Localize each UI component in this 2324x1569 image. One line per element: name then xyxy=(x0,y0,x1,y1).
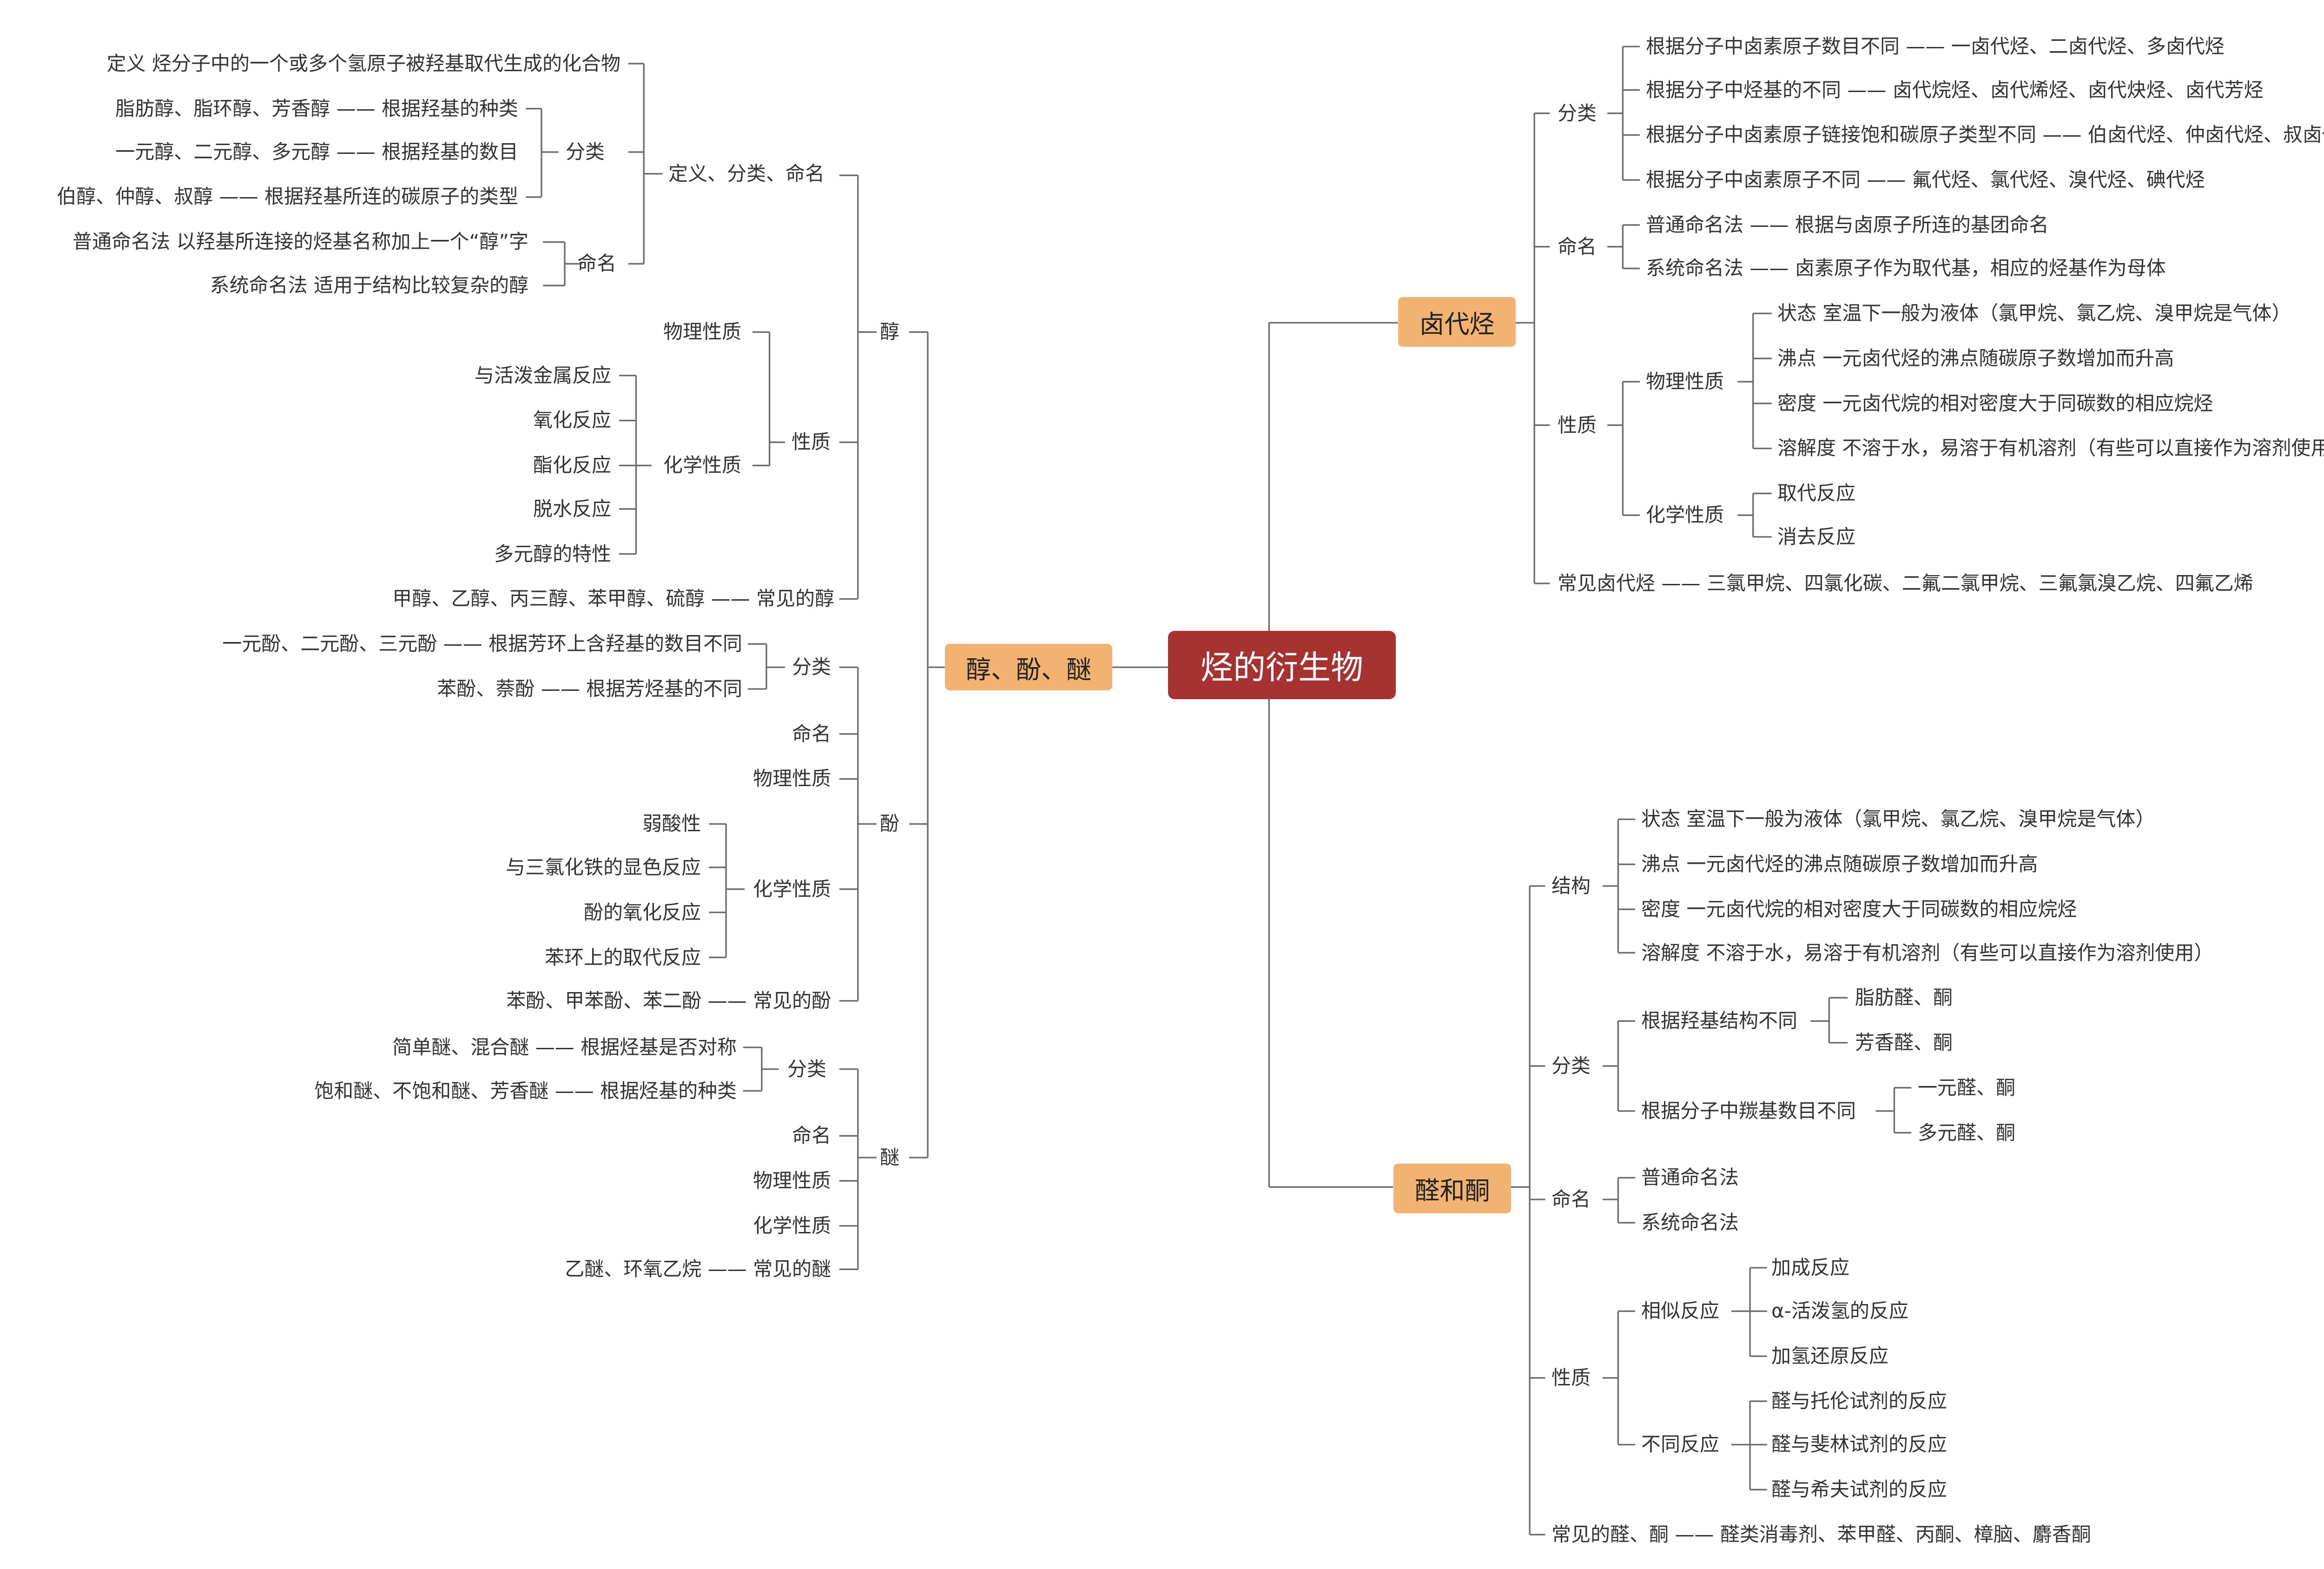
node-ak-different[interactable]: 不同反应 xyxy=(1641,1433,1720,1456)
node-alcohol-common[interactable]: 甲醇、乙醇、丙三醇、苯甲醇、硫醇 —— 常见的醇 xyxy=(392,587,834,610)
node-halo-class-3[interactable]: 根据分子中卤素原子链接饱和碳原子类型不同 —— 伯卤代烃、仲卤代烃、叔卤代烃 xyxy=(1646,123,2324,146)
node-halo-phys-2[interactable]: 沸点 一元卤代烃的沸点随碳原子数增加而升高 xyxy=(1777,347,2174,370)
node-ether[interactable]: 醚 xyxy=(880,1146,900,1169)
node-alcohol[interactable]: 醇 xyxy=(880,320,900,343)
node-ak-class-a-2[interactable]: 芳香醛、酮 xyxy=(1855,1031,1953,1054)
node-ak-class[interactable]: 分类 xyxy=(1552,1054,1591,1077)
node-alcohol-class-3[interactable]: 伯醇、仲醇、叔醇 —— 根据羟基所连的碳原子的类型 xyxy=(57,185,518,208)
node-phenol-class-1[interactable]: 一元酚、二元酚、三元酚 —— 根据芳环上含羟基的数目不同 xyxy=(222,632,742,655)
node-ak-props[interactable]: 性质 xyxy=(1552,1366,1591,1389)
node-phenol-chem-2[interactable]: 与三氯化铁的显色反应 xyxy=(505,856,701,879)
node-ak-similar-2[interactable]: α-活泼氢的反应 xyxy=(1771,1299,1908,1322)
node-ether-physical[interactable]: 物理性质 xyxy=(753,1169,831,1192)
node-ak-structure-2[interactable]: 沸点 一元卤代烃的沸点随碳原子数增加而升高 xyxy=(1641,853,2038,875)
node-alcohol-chem-5[interactable]: 多元醇的特性 xyxy=(494,543,611,565)
node-phenol-chem-4[interactable]: 苯环上的取代反应 xyxy=(544,946,701,969)
node-alcohol-chem-1[interactable]: 与活泼金属反应 xyxy=(474,364,611,387)
node-phenol-physical[interactable]: 物理性质 xyxy=(753,767,831,790)
node-halo-chemical[interactable]: 化学性质 xyxy=(1646,503,1724,526)
node-ak-class-b-1[interactable]: 一元醛、酮 xyxy=(1918,1076,2016,1099)
node-halo-chem-2[interactable]: 消去反应 xyxy=(1777,525,1856,548)
node-alcohol-definition[interactable]: 定义 烃分子中的一个或多个氢原子被羟基取代生成的化合物 xyxy=(106,52,621,75)
node-phenol-chem-3[interactable]: 酚的氧化反应 xyxy=(583,901,701,924)
node-phenol-chemical[interactable]: 化学性质 xyxy=(753,878,831,900)
node-alcohol-props[interactable]: 性质 xyxy=(792,430,831,453)
node-alcohol-class[interactable]: 分类 xyxy=(566,140,605,163)
node-phenol-common[interactable]: 苯酚、甲苯酚、苯二酚 —— 常见的酚 xyxy=(506,989,831,1012)
node-halo-class-4[interactable]: 根据分子中卤素原子不同 —— 氟代烃、氯代烃、溴代烃、碘代烃 xyxy=(1646,168,2205,191)
node-halo-phys-1[interactable]: 状态 室温下一般为液体（氯甲烷、氯乙烷、溴甲烷是气体） xyxy=(1777,302,2291,324)
node-phenol[interactable]: 酚 xyxy=(880,812,900,835)
node-halo-physical[interactable]: 物理性质 xyxy=(1646,370,1724,393)
topic-alcohol-phenol-ether[interactable]: 醇、酚、醚 xyxy=(945,644,1112,690)
node-alcohol-class-2[interactable]: 一元醇、二元醇、多元醇 —— 根据羟基的数目 xyxy=(115,140,518,163)
node-ak-similar-1[interactable]: 加成反应 xyxy=(1771,1256,1850,1279)
node-ak-class-a-1[interactable]: 脂肪醛、酮 xyxy=(1855,986,1953,1009)
node-ak-different-1[interactable]: 醛与托伦试剂的反应 xyxy=(1771,1390,1948,1412)
node-halo-chem-1[interactable]: 取代反应 xyxy=(1777,482,1856,504)
node-alcohol-naming[interactable]: 命名 xyxy=(577,252,617,275)
node-ak-class-a[interactable]: 根据羟基结构不同 xyxy=(1641,1009,1798,1032)
node-halo-class-2[interactable]: 根据分子中烃基的不同 —— 卤代烷烃、卤代烯烃、卤代炔烃、卤代芳烃 xyxy=(1646,79,2264,101)
topic-aldehyde-ketone[interactable]: 醛和酮 xyxy=(1393,1164,1511,1213)
node-alcohol-chem-3[interactable]: 酯化反应 xyxy=(533,454,611,477)
node-halo-naming[interactable]: 命名 xyxy=(1558,235,1597,258)
node-halo-phys-3[interactable]: 密度 一元卤代烷的相对密度大于同碳数的相应烷烃 xyxy=(1777,392,2213,415)
node-ak-class-b-2[interactable]: 多元醛、酮 xyxy=(1918,1121,2016,1144)
node-ak-structure-4[interactable]: 溶解度 不溶于水，易溶于有机溶剂（有些可以直接作为溶剂使用） xyxy=(1641,941,2214,964)
topic-haloalkane[interactable]: 卤代烃 xyxy=(1398,297,1516,347)
node-ak-class-b[interactable]: 根据分子中羰基数目不同 xyxy=(1641,1099,1856,1122)
node-ak-structure-3[interactable]: 密度 一元卤代烷的相对密度大于同碳数的相应烷烃 xyxy=(1641,898,2077,920)
node-ether-class-2[interactable]: 饱和醚、不饱和醚、芳香醚 —— 根据烃基的种类 xyxy=(314,1079,737,1102)
node-ak-naming-1[interactable]: 普通命名法 xyxy=(1641,1166,1739,1189)
node-halo-naming-1[interactable]: 普通命名法 —— 根据与卤原子所连的基团命名 xyxy=(1646,213,2049,236)
node-phenol-class[interactable]: 分类 xyxy=(792,655,831,678)
node-alcohol-naming-2[interactable]: 系统命名法 适用于结构比较复杂的醇 xyxy=(210,274,528,297)
node-ak-common[interactable]: 常见的醛、酮 —— 醛类消毒剂、苯甲醛、丙酮、樟脑、麝香酮 xyxy=(1552,1523,2091,1546)
node-alcohol-def-group[interactable]: 定义、分类、命名 xyxy=(668,162,825,185)
node-phenol-chem-1[interactable]: 弱酸性 xyxy=(642,812,701,835)
node-ether-common[interactable]: 乙醚、环氧乙烷 —— 常见的醚 xyxy=(565,1258,831,1280)
node-alcohol-class-1[interactable]: 脂肪醇、脂环醇、芳香醇 —— 根据羟基的种类 xyxy=(115,97,518,120)
node-halo-common[interactable]: 常见卤代烃 —— 三氯甲烷、四氯化碳、二氟二氯甲烷、三氟氯溴乙烷、四氟乙烯 xyxy=(1558,572,2253,595)
root-topic[interactable]: 烃的衍生物 xyxy=(1168,631,1396,699)
node-ak-structure[interactable]: 结构 xyxy=(1552,874,1591,897)
node-ak-similar[interactable]: 相似反应 xyxy=(1641,1299,1720,1322)
node-ak-different-2[interactable]: 醛与斐林试剂的反应 xyxy=(1771,1433,1948,1456)
node-alcohol-chemical[interactable]: 化学性质 xyxy=(663,454,741,477)
node-ether-class-1[interactable]: 简单醚、混合醚 —— 根据烃基是否对称 xyxy=(392,1036,737,1059)
node-ak-naming-2[interactable]: 系统命名法 xyxy=(1641,1211,1739,1234)
node-halo-props[interactable]: 性质 xyxy=(1558,414,1597,437)
node-phenol-naming[interactable]: 命名 xyxy=(792,722,831,745)
node-ether-naming[interactable]: 命名 xyxy=(792,1124,831,1147)
node-alcohol-naming-1[interactable]: 普通命名法 以羟基所连接的烃基名称加上一个“醇”字 xyxy=(73,230,528,253)
node-alcohol-chem-2[interactable]: 氧化反应 xyxy=(533,409,611,431)
node-ak-similar-3[interactable]: 加氢还原反应 xyxy=(1771,1344,1889,1367)
node-ak-naming[interactable]: 命名 xyxy=(1552,1188,1591,1211)
node-halo-class[interactable]: 分类 xyxy=(1558,102,1597,125)
node-ether-chemical[interactable]: 化学性质 xyxy=(753,1214,831,1237)
node-ak-structure-1[interactable]: 状态 室温下一般为液体（氯甲烷、氯乙烷、溴甲烷是气体） xyxy=(1641,808,2155,830)
node-ether-class[interactable]: 分类 xyxy=(787,1058,826,1080)
node-phenol-class-2[interactable]: 苯酚、萘酚 —— 根据芳烃基的不同 xyxy=(437,677,742,700)
node-halo-class-1[interactable]: 根据分子中卤素原子数目不同 —— 一卤代烃、二卤代烃、多卤代烃 xyxy=(1646,35,2225,58)
node-ak-different-3[interactable]: 醛与希夫试剂的反应 xyxy=(1771,1478,1948,1501)
node-alcohol-chem-4[interactable]: 脱水反应 xyxy=(533,497,611,520)
node-halo-naming-2[interactable]: 系统命名法 —— 卤素原子作为取代基，相应的烃基作为母体 xyxy=(1646,257,2166,279)
node-halo-phys-4[interactable]: 溶解度 不溶于水，易溶于有机溶剂（有些可以直接作为溶剂使用） xyxy=(1777,437,2324,459)
node-alcohol-physical[interactable]: 物理性质 xyxy=(663,320,741,343)
